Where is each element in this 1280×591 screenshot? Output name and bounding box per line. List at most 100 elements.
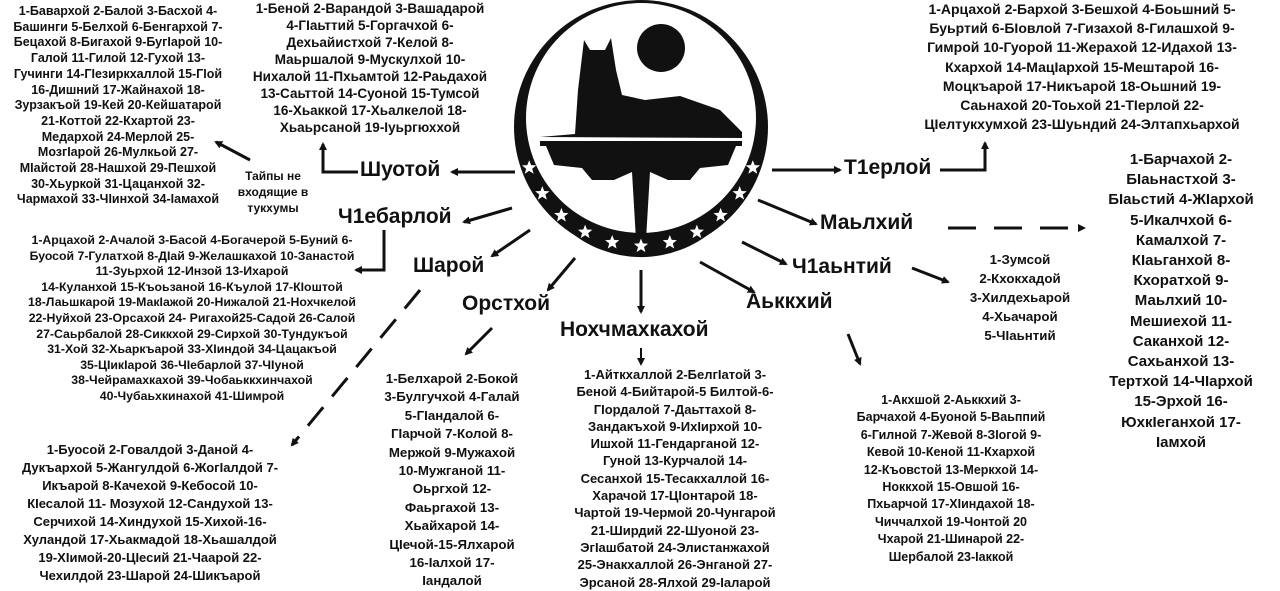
list-line: Башинги 5-Белхой 6-Бенгархой 7-: [13, 19, 223, 34]
list-line: Камалхой 7-: [1135, 231, 1227, 249]
list-line: Чехилдой 23-Шарой 24-Шикъарой: [39, 568, 261, 583]
list-line: 38-Чейрамахкахой 39-Чобаьккхинчахой: [71, 373, 313, 388]
list-line: Хьайхарой 14-: [404, 518, 500, 534]
list-line: 5-Икалчхой 6-: [1130, 211, 1232, 229]
arrow-chebarloy: [462, 206, 513, 225]
arrow-akkkhiy-list: [846, 333, 862, 366]
chebarloy-list: 1-Арцахой 2-Ачалой 3-Басой 4-Богачерой 5…: [0, 233, 384, 405]
list-line: Фаьргахой 13-: [404, 499, 500, 515]
list-line: 22-Нуйхой 23-Орсахой 24- Ригахой25-Садой…: [28, 310, 356, 325]
list-line: Дукъархой 5-Жангулдой 6-ЖогIалдой 7-: [21, 460, 279, 475]
tree-icon: [546, 146, 736, 240]
list-line: БIаьстий 4-ЖIархой: [1108, 191, 1254, 209]
list-line: 5-ГIандалой 6-: [404, 407, 500, 423]
list-line: Тертхой 14-ЧIархой: [1109, 373, 1253, 391]
list-line: 30-Хьуркой 31-Цацанхой 32-: [31, 176, 205, 191]
tukhum-chantiy: Ч1аьнтий: [792, 255, 892, 278]
star-icon: [535, 186, 550, 200]
list-line: Эрсаной 28-Ялхой 29-Iаларой: [579, 574, 771, 590]
list-line: Кевой 10-Кеной 11-Кхархой: [866, 445, 1036, 460]
arrow-chebarloy-list: [354, 230, 386, 274]
tukhum-chebarloy: Ч1ебарлой: [338, 205, 452, 228]
list-line: ЦIелтукхумхой 23-Шуьндий 24-Элтапхьархой: [924, 116, 1240, 133]
star-icons: [522, 160, 760, 253]
list-line: 35-ЦIикIарой 36-ЧIебарлой 37-ЧIуной: [80, 357, 304, 372]
chantiy-list: 1-Зумсой 2-Кхокхадой 3-Хилдехьарой 4-Хьачар…: [955, 250, 1085, 345]
list-line: 31-Хой 32-Хьаркъарой 33-ХIиндой 34-Цацак…: [47, 342, 337, 357]
star-icon: [633, 238, 649, 253]
list-line: БIаьнастхой 3-: [1126, 171, 1236, 189]
list-line: 15-Эрхой 16-: [1134, 393, 1228, 411]
list-line: 11-Зуьрхой 12-Инзой 13-Ихарой: [95, 264, 289, 279]
list-line: 1-Буосой 2-Говалдой 3-Даной 4-: [46, 442, 254, 457]
list-line: 2-Кхокхадой: [979, 271, 1061, 286]
list-line: Саканхой 12-: [1132, 332, 1230, 350]
list-line: КIесалой 11- Мозухой 12-Сандухой 13-: [27, 496, 273, 511]
arrow-akkkhiy: [699, 260, 756, 294]
list-line: Галой 11-Гилой 12-Гухой 13-: [30, 51, 206, 66]
list-line: 14-Куланхой 15-Къоьзаной 16-Къулой 17-КI…: [41, 279, 343, 294]
arrow-malkhiy: [757, 198, 818, 226]
list-line: Моцкъарой 17-Никъарой 18-Оьшний 19-: [942, 77, 1222, 94]
arrow-non-tukhum: [214, 140, 251, 162]
list-line: ЮхкIеганхой 17-: [1121, 413, 1241, 431]
orstkhoy-list: 1-Белхарой 2-Бокой 3-Булгучхой 4-Галай 5-Г…: [356, 370, 548, 591]
list-line: Зурзакъой 19-Кей 20-Кейшатарой: [14, 98, 222, 113]
list-line: 1-Барчахой 2-: [1129, 151, 1233, 168]
tukhum-malkhiy: Маьлхий: [820, 211, 914, 234]
list-line: 3-Булгучхой 4-Галай: [384, 389, 520, 405]
list-line: 25-Энакхаллой 26-Энганой 27-: [577, 557, 773, 573]
list-line: Iамхой: [1156, 433, 1206, 451]
star-icon: [578, 224, 593, 239]
arrow-sharoy-list: [290, 289, 422, 447]
list-line: Чиччалхой 19-Чонтой 20: [875, 514, 1027, 529]
star-icon: [689, 224, 704, 239]
list-line: Сесанхой 15-Тесакхаллой 16-: [580, 470, 770, 486]
arrow-sharoy: [490, 228, 531, 258]
list-line: Чхарой 21-Шинарой 22-: [877, 532, 1025, 547]
list-line: 1-Белхарой 2-Бокой: [385, 371, 519, 386]
tukhum-terloy: Т1ерлой: [844, 156, 932, 179]
list-line: 13-Саьттой 14-Суоной 15-Тумсой: [260, 86, 480, 101]
list-line: 5-ЧIаьнтий: [984, 328, 1056, 343]
star-icon: [605, 235, 620, 249]
list-line: Гучинги 14-ГIезиркхаллой 15-ГIой: [13, 66, 223, 81]
list-line: Ишхой 11-Гендарганой 12-: [590, 436, 760, 452]
list-line: 1-Акхшой 2-Аьккхий 3-: [881, 393, 1021, 407]
malkhiy-list: 1-Барчахой 2- БIаьнастхой 3- БIаьстий 4-ЖI…: [1084, 150, 1278, 453]
list-line: 1-Арцахой 2-Ачалой 3-Басой 4-Богачерой 5…: [31, 233, 353, 247]
list-line: Iандалой: [422, 573, 482, 589]
sharoy-list: 1-Буосой 2-Говалдой 3-Даной 4- Дукъархой …: [0, 441, 300, 585]
list-line: Шербалой 23-Iаккой: [888, 549, 1014, 564]
tukhum-sharoy: Шарой: [413, 254, 485, 277]
list-line: 4-Хьачарой: [982, 309, 1058, 324]
tukhum-orstkhoy: Орстхой: [462, 292, 551, 315]
list-line: Кхоратхой 9-: [1133, 272, 1229, 290]
list-line: ЦIечой-15-Ялхарой: [389, 536, 515, 552]
list-line: Саьнахой 20-Тоьхой 21-ТIерлой 22-: [960, 97, 1204, 114]
list-line: Чармахой 33-ЧIинхой 34-Iамахой: [16, 192, 220, 207]
list-line: 1-Бавархой 2-Балой 3-Басхой 4-: [18, 4, 218, 18]
list-line: 3-Хилдехьарой: [969, 290, 1071, 305]
list-line: 1-Зумсой: [989, 252, 1051, 267]
list-line: 16-Iалхой 17-: [409, 555, 495, 571]
list-line: Икъарой 8-Качехой 9-Кебосой 10-: [42, 478, 258, 493]
wolf-icon: [540, 38, 742, 138]
list-line: ГIарчой 7-Колой 8-: [391, 426, 513, 442]
list-line: Зандакъхой 9-ИхIирхой 10-: [588, 418, 762, 434]
list-line: Гуной 13-Курчалой 14-: [602, 453, 748, 469]
arrow-shuotoy-list: [319, 142, 358, 174]
list-line: Маьршалой 9-Мускулхой 10-: [274, 52, 466, 67]
list-line: 19-ХIимой-20-ЦIесий 21-Чаарой 22-: [38, 550, 262, 565]
list-line: ГIордалой 7-Даьттахой 8-: [593, 401, 757, 417]
list-line: Гимрой 10-Гуорой 11-Жерахой 12-Идахой 13…: [927, 39, 1237, 56]
list-line: Бецахой 8-Бигахой 9-БугIарой 10-: [13, 35, 223, 50]
list-line: Чартой 19-Чермой 20-Чунгарой: [574, 505, 776, 521]
star-icon: [554, 207, 569, 222]
list-line: Буосой 7-Гулатхой 8-ДIай 9-Желашкахой 10…: [29, 248, 355, 263]
list-line: Оьргхой 12-: [412, 481, 492, 497]
list-line: Кхархой 14-МацIархой 15-Мештарой 16-: [945, 58, 1219, 75]
star-icon: [662, 235, 677, 249]
